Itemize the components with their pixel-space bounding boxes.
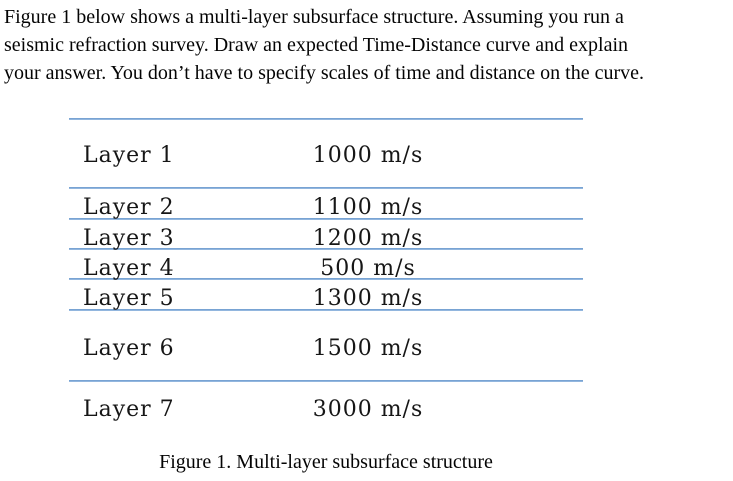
layer-label: Layer 6: [83, 336, 175, 361]
figure-caption: Figure 1. Multi-layer subsurface structu…: [159, 451, 493, 473]
figure-1-subsurface-structure: Layer 1 1000 m/s Layer 2 1100 m/s Layer …: [69, 0, 583, 481]
layer-row-3: Layer 3 1200 m/s: [69, 227, 583, 251]
layer-boundary-line-7: [69, 380, 583, 382]
layer-velocity: 1100 m/s: [312, 195, 424, 220]
layer-row-5: Layer 5 1300 m/s: [69, 287, 583, 311]
layer-label: Layer 2: [83, 195, 175, 220]
question-line-1: Figure 1 below shows a multi-layer subsu…: [4, 6, 624, 28]
layer-boundary-line-6: [69, 309, 583, 311]
layer-velocity: 500 m/s: [320, 256, 416, 281]
layer-velocity: 1200 m/s: [312, 226, 424, 251]
layer-velocity: 1300 m/s: [312, 286, 424, 311]
layer-label: Layer 1: [83, 143, 175, 168]
layer-label: Layer 5: [83, 286, 175, 311]
layer-label: Layer 7: [83, 397, 175, 422]
layer-row-7: Layer 7 3000 m/s: [69, 398, 583, 422]
layer-row-4: Layer 4 500 m/s: [69, 257, 583, 281]
layer-velocity: 3000 m/s: [312, 397, 424, 422]
layer-velocity: 1500 m/s: [312, 336, 424, 361]
layer-boundary-line-2: [69, 187, 583, 189]
layer-label: Layer 4: [83, 256, 175, 281]
layer-velocity: 1000 m/s: [312, 143, 424, 168]
layer-boundary-line-5: [69, 278, 583, 280]
layer-row-2: Layer 2 1100 m/s: [69, 196, 583, 220]
question-line-3: your answer. You don’t have to specify s…: [4, 62, 645, 84]
layer-label: Layer 3: [83, 226, 175, 251]
question-line-2: seismic refraction survey. Draw an expec…: [4, 34, 629, 56]
layer-row-1: Layer 1 1000 m/s: [69, 144, 583, 168]
layer-boundary-line-4: [69, 248, 583, 250]
layer-boundary-line-3: [69, 218, 583, 220]
layer-row-6: Layer 6 1500 m/s: [69, 337, 583, 361]
layer-boundary-line-1: [69, 118, 583, 120]
question-paragraph: Figure 1 below shows a multi-layer subsu…: [4, 3, 730, 87]
